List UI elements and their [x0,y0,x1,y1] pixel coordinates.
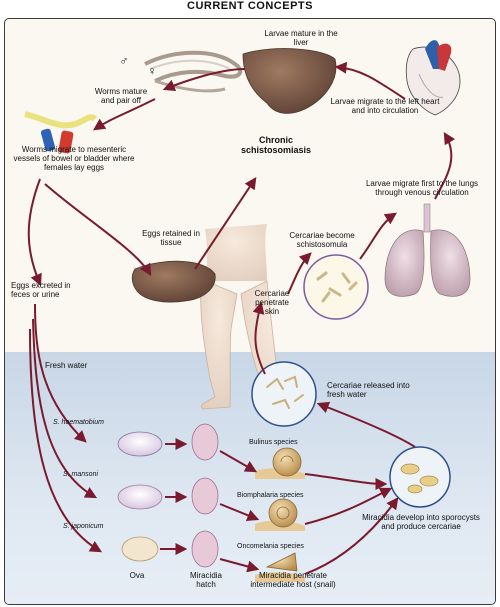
page-title: CURRENT CONCEPTS [187,0,313,12]
mesenteric-vessels [24,111,98,154]
label-eggs-retained: Eggs retained in tissue [142,229,200,247]
arrow-to-oncomelania [219,558,260,573]
arrow-bulinus-to-sporocyst [304,473,388,490]
egg-mansoni [117,484,163,510]
heart-illustration [405,40,461,116]
label-larvae-liver: Larvae mature in the liver [264,29,338,47]
label-miracidia-develop: Miracidia develop into sporocysts and pr… [362,513,480,531]
snail-biomphalaria [255,498,305,531]
adult-worms [144,50,243,93]
label-cercariae-become: Cercariae become schistosomula [289,231,355,249]
cercariae-circle [251,361,317,427]
diagram-frame: Larvae mature in the liver ♂ ♀ Worms mat… [4,18,496,605]
miracidium-3 [191,530,219,568]
egg-japonicum [121,536,159,562]
arrow-biomphalaria-to-sporocyst [304,487,393,525]
schistosomula-circle [303,254,369,320]
arrow-skin-to-schistosomula [287,252,312,295]
arrow-heart-to-liver [334,61,406,100]
label-cercariae-released: Cercariae released into fresh water [327,381,410,399]
human-legs [200,224,304,418]
label-worms-migrate: Worms migrate to mesenteric vessels of b… [13,145,135,172]
label-s-haematobium: S. haematobium [53,419,104,426]
label-chronic: Chronic schistosomiasis [240,135,312,155]
liver-tissue-illustration [131,260,216,303]
label-miracidia-penetrate: Miracidia penetrate intermediate host (s… [250,571,336,589]
label-ova: Ova [129,571,145,580]
sporocyst-circle [389,446,451,508]
label-s-mansoni: S. mansoni [63,471,99,478]
label-larvae-heart: Larvae migrate to the left heart and int… [330,97,440,115]
arrow-to-bulinus [219,450,258,473]
snail-oncomelania [255,552,305,582]
label-eggs-excreted: Eggs excreted in feces or urine [11,281,71,299]
arrow-oncomelania-to-sporocyst [304,497,399,575]
label-male-symbol: ♂ [119,54,129,68]
life-cycle-illustration [24,40,471,582]
arrow-lungs-to-heart [434,131,456,200]
arrow-vessels-to-excreted [27,178,42,287]
miracidium-1 [191,423,219,461]
label-biomphalaria: Biomphalaria species [237,492,304,499]
label-bulinus: Bulinus species [249,439,298,446]
label-miracidia-hatch: Miracidia hatch [189,571,222,589]
arrow-to-japonicum [29,328,103,553]
miracidium-2 [191,477,219,515]
snail-bulinus [255,447,305,479]
arrow-sporocyst-to-cercariae [316,401,416,448]
label-female-symbol: ♀ [147,64,157,78]
arrow-cercariae-to-skin [252,301,266,375]
lungs-illustration [384,203,471,297]
egg-haematobium [117,431,163,457]
arrow-vessels-to-tissue [44,183,152,277]
arrow-to-biomphalaria [219,503,260,521]
arrow-to-mansoni [32,318,98,499]
label-oncomelania: Oncomelania species [237,543,304,550]
label-s-japonicum: S. japonicum [63,523,104,530]
liver-top-illustration [242,48,337,114]
label-fresh-water: Fresh water [45,361,88,370]
arrow-worms-to-vessels [93,98,156,131]
arrow-to-haematobium [34,303,87,443]
arrow-liver-to-worms [162,68,246,92]
label-larvae-lungs: Larvae migrate first to the lungs throug… [365,179,479,197]
life-cycle-arrows [27,61,456,575]
arrow-tissue-to-chronic [194,177,257,270]
label-worms-pair: Worms mature and pair off [94,87,148,105]
arrow-schistosomula-to-lungs [359,212,397,260]
label-cercariae-penetrate: Cercariae penetrate skin [254,289,290,316]
